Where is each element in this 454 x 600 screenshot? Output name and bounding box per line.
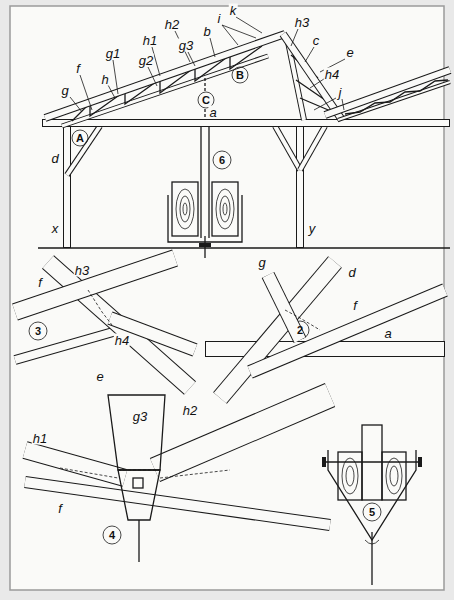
part-label: h3 (294, 16, 310, 29)
part-label: i (217, 12, 222, 25)
part-label: a (383, 327, 392, 340)
part-label: a (208, 106, 217, 119)
part-label: h4 (324, 68, 340, 81)
callout-number: 4 (108, 529, 116, 542)
part-label: x (51, 222, 60, 235)
part-label: d (347, 266, 356, 279)
part-label: k (229, 4, 238, 17)
part-label: j (338, 86, 343, 99)
part-label: f (352, 299, 358, 312)
part-label: h1 (142, 34, 158, 47)
part-label: y (308, 222, 317, 235)
part-label: h1 (32, 432, 48, 445)
callout-number: 6 (218, 154, 226, 167)
part-label: h (100, 73, 109, 86)
callout-number: B (235, 69, 245, 82)
part-label: h3 (74, 264, 90, 277)
callout-number: 5 (368, 506, 376, 519)
part-label: c (312, 34, 321, 47)
part-label: h2 (182, 404, 198, 417)
part-label: g (60, 84, 69, 97)
part-label: g1 (105, 47, 121, 60)
part-label: g3 (178, 39, 194, 52)
callout-number: 2 (296, 324, 304, 337)
part-label: h4 (114, 334, 130, 347)
part-label: d (50, 152, 59, 165)
part-label: e (95, 370, 104, 383)
part-label: f (57, 502, 63, 515)
callout-number: 3 (34, 325, 42, 338)
part-label: e (345, 46, 354, 59)
part-label: f (75, 62, 81, 75)
part-label: b (202, 25, 211, 38)
callout-number: A (75, 132, 85, 145)
part-label: f (37, 276, 43, 289)
part-label: g (257, 256, 266, 269)
part-label: g2 (138, 54, 154, 67)
part-label: g3 (132, 410, 148, 423)
part-label: h2 (164, 18, 180, 31)
